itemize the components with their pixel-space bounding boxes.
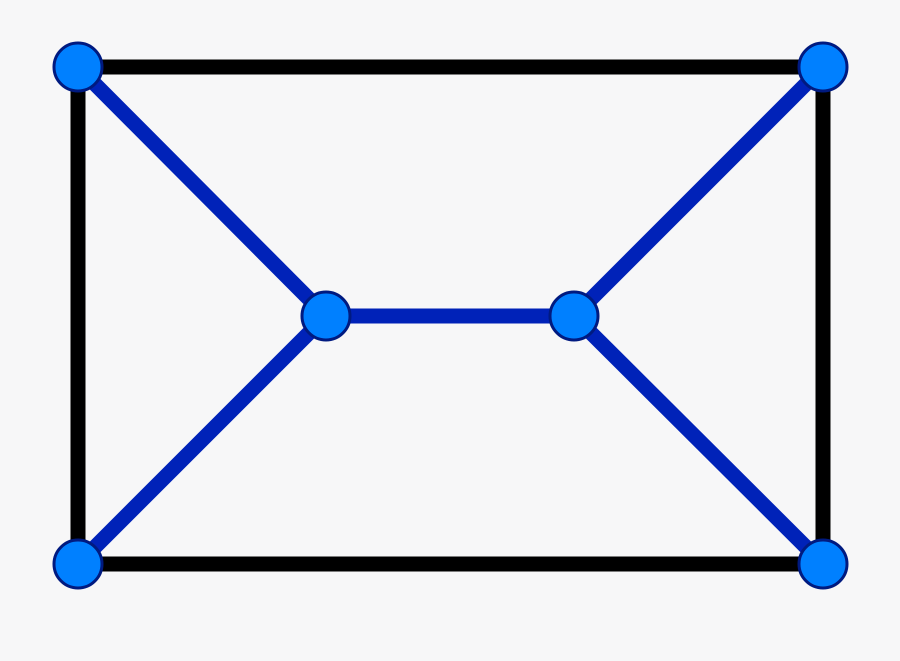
- edge-top-right-to-center-right: [563, 56, 834, 327]
- nodes-layer: [52, 41, 849, 590]
- node-bottom-left: [52, 538, 104, 590]
- node-bottom-right: [797, 538, 849, 590]
- node-top-left: [52, 41, 104, 93]
- node-top-right: [797, 41, 849, 93]
- node-center-right: [548, 290, 600, 342]
- edge-bottom-right-to-center-right: [563, 305, 834, 575]
- edge-top-left-to-center-left: [67, 56, 337, 327]
- edge-bottom-left-to-center-left: [67, 305, 337, 575]
- edges-layer: [67, 56, 834, 575]
- node-center-left: [300, 290, 352, 342]
